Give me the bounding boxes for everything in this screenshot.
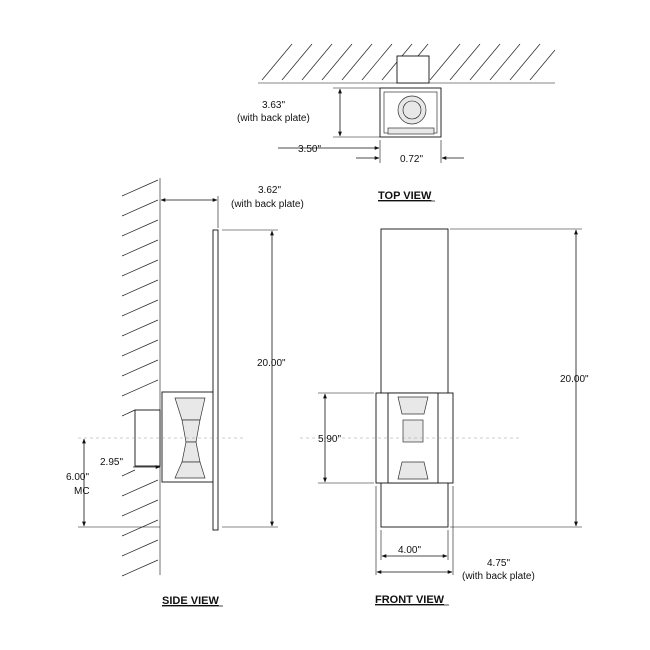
front-view-upper-lamp [397,396,429,415]
side-view-wall-hatch [121,179,159,577]
front-width-label: 4.00" [398,545,421,556]
side-view: 3.62" (with back plate) 20.00" 2.95" 6.0… [66,178,304,607]
top-width-label: 3.50" [298,144,321,155]
top-plate-label: 0.72" [400,154,423,165]
side-height-label: 20.00" [257,358,286,369]
front-view: 20.00" 5.90" 4.00" 4.75" (with back plat… [300,228,589,606]
front-view-lower-lamp [397,461,429,480]
top-view-junction-box [396,55,430,84]
top-view-title: TOP VIEW [378,190,432,202]
side-view-lower-lamp [174,461,206,479]
side-mount-label: 6.00" [66,472,89,483]
top-view-ceiling-hatch [258,43,556,84]
top-view: 3.63" (with back plate) 3.50" 0.72" TOP … [237,43,556,202]
side-offset-label: 2.95" [100,457,123,468]
front-box-height-label: 5.90" [318,434,341,445]
top-view-lamp [397,95,427,125]
side-depth-note: (with back plate) [231,199,304,210]
front-height-label: 20.00" [560,374,589,385]
front-view-socket [402,419,424,443]
front-plate-width-label: 4.75" [487,558,510,569]
top-depth-label: 3.63" [262,100,285,111]
side-view-shade [212,229,219,531]
front-plate-note: (with back plate) [462,571,535,582]
side-view-title: SIDE VIEW [162,595,219,607]
side-depth-label: 3.62" [258,185,281,196]
top-depth-note: (with back plate) [237,113,310,124]
front-view-title: FRONT VIEW [375,594,445,606]
side-mount-note: MC [74,486,90,497]
